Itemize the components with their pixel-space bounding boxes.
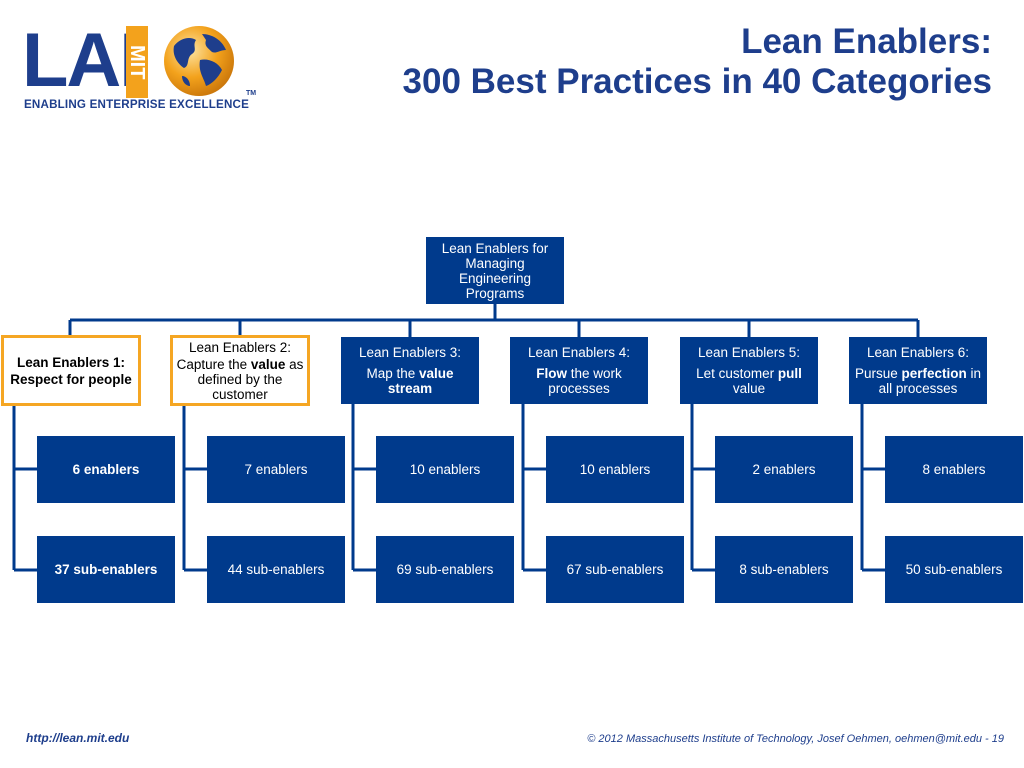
category-box-1: Lean Enablers 1: Respect for people — [1, 335, 141, 406]
sub-enablers-box-1: 37 sub-enablers — [37, 536, 175, 603]
slide-title: Lean Enablers: 300 Best Practices in 40 … — [403, 22, 992, 102]
category-4-text: Flow the work processes — [536, 366, 622, 396]
logo-mit-text: MIT — [126, 26, 148, 98]
sub-enablers-box-2: 44 sub-enablers — [207, 536, 345, 603]
category-2-text: Capture the value as defined by the cust… — [176, 356, 304, 402]
category-box-4: Lean Enablers 4: Flow the work processes — [510, 337, 648, 404]
enablers-box-1: 6 enablers — [37, 436, 175, 503]
category-6-text: Pursue perfection in all processes — [854, 366, 982, 396]
enablers-box-4: 10 enablers — [546, 436, 684, 503]
sub-enablers-box-3: 69 sub-enablers — [376, 536, 514, 603]
sub-enablers-box-6: 50 sub-enablers — [885, 536, 1023, 603]
footer-copyright: © 2012 Massachusetts Institute of Techno… — [587, 733, 1004, 745]
slide-title-line-1: Lean Enablers: — [741, 22, 992, 61]
footer-url-link[interactable]: http://lean.mit.edu — [26, 731, 130, 745]
category-3-text: Map the value stream — [366, 366, 454, 396]
logo-tagline: ENABLING ENTERPRISE EXCELLENCE — [24, 98, 250, 111]
category-box-6: Lean Enablers 6: Pursue perfection in al… — [849, 337, 987, 404]
enablers-box-3: 10 enablers — [376, 436, 514, 503]
sub-enablers-box-4: 67 sub-enablers — [546, 536, 684, 603]
enablers-box-6: 8 enablers — [885, 436, 1023, 503]
category-1-text: Respect for people — [10, 371, 132, 387]
category-4-heading: Lean Enablers 4: — [527, 345, 631, 360]
category-box-3: Lean Enablers 3: Map the value stream — [341, 337, 479, 404]
root-box-lean-enablers: Lean Enablers for Managing Engineering P… — [426, 237, 564, 304]
globe-icon — [164, 26, 234, 96]
logo-lai-text: LAI — [22, 18, 140, 103]
logo-trademark: TM — [246, 90, 257, 97]
category-5-text: Let customer pull value — [696, 366, 802, 396]
slide-title-line-2: 300 Best Practices in 40 Categories — [402, 62, 992, 101]
category-box-5: Lean Enablers 5: Let customer pull value — [680, 337, 818, 404]
category-5-heading: Lean Enablers 5: — [697, 345, 801, 360]
category-box-2: Lean Enablers 2: Capture the value as de… — [170, 335, 310, 406]
sub-enablers-box-5: 8 sub-enablers — [715, 536, 853, 603]
category-1-heading: Lean Enablers 1: — [16, 354, 126, 370]
category-3-heading: Lean Enablers 3: — [358, 345, 462, 360]
enablers-box-5: 2 enablers — [715, 436, 853, 503]
category-2-heading: Lean Enablers 2: — [188, 339, 292, 355]
category-6-heading: Lean Enablers 6: — [866, 345, 970, 360]
enablers-box-2: 7 enablers — [207, 436, 345, 503]
lai-mit-logo: LAI MIT TM ENABLING ENTERPRISE EXCELLENC… — [22, 18, 256, 114]
